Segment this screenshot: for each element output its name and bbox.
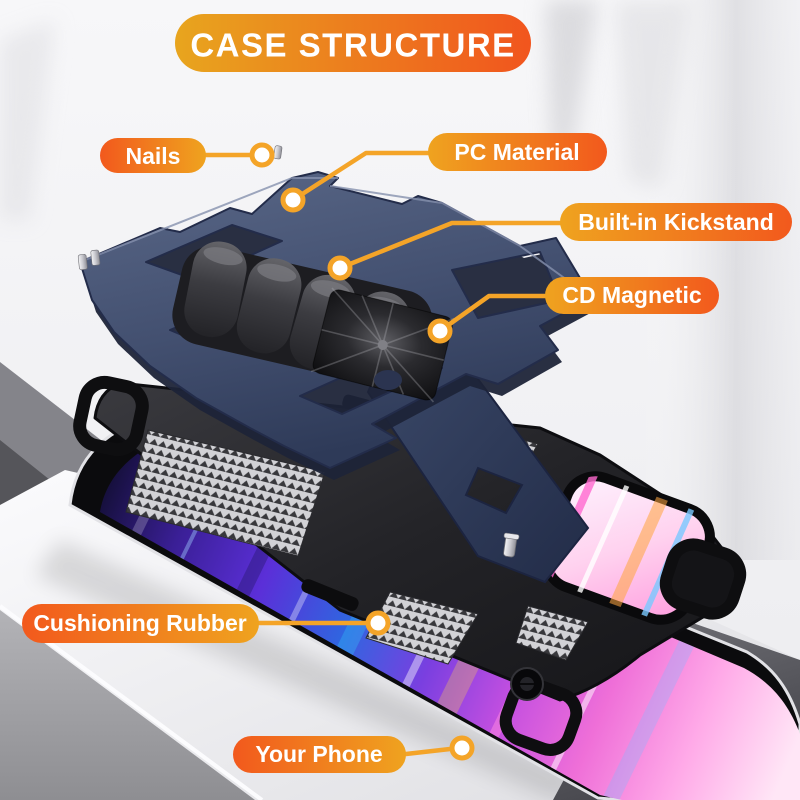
case-mesh-patch [125,429,326,557]
armor-case [73,375,747,756]
case-screw [510,667,544,701]
callout-dot-pc-material [280,187,306,213]
callout-line-cd-magnetic [437,293,548,334]
background-streak [545,0,598,150]
label-kickstand: Built-in Kickstand [560,203,792,241]
background-streak-3 [0,20,55,220]
label-cd-magnetic: CD Magnetic [545,277,719,314]
label-your-phone-text: Your Phone [255,741,382,767]
callout-line-your-phone [403,746,453,757]
label-nails-text: Nails [126,143,181,169]
callout-dot-kickstand [327,255,353,281]
nail-pins [77,249,101,271]
case-corner-bumper [659,538,747,620]
callout-dot-cd-magnetic [427,318,453,344]
label-cushioning-text: Cushioning Rubber [33,610,246,636]
label-kickstand-text: Built-in Kickstand [578,209,774,235]
background-streak-2 [615,0,690,190]
label-pc-material-text: PC Material [454,139,579,165]
callout-line-pc-material [290,150,431,203]
callout-dot-your-phone [449,735,475,761]
callout-dots [249,142,475,761]
floor-corner [0,610,255,800]
frame-dimple [374,370,402,390]
callout-dot-nails [249,142,275,168]
case-tab [301,579,359,611]
label-nails: Nails [100,138,206,173]
case-corner-bumper [73,375,149,457]
label-cd-magnetic-text: CD Magnetic [562,282,702,308]
callout-lines [203,150,567,757]
case-mesh-patch [515,605,589,661]
case-corner-bumper [499,678,583,756]
title-banner: CASE STRUCTURE [175,14,531,72]
nail-pin [503,532,520,558]
callout-dot-cushioning [365,610,391,636]
label-cushioning: Cushioning Rubber [22,604,259,643]
page-title: CASE STRUCTURE [190,27,515,64]
label-your-phone: Your Phone [233,736,406,773]
callout-line-kickstand [337,220,567,271]
label-pc-material: PC Material [428,133,607,171]
